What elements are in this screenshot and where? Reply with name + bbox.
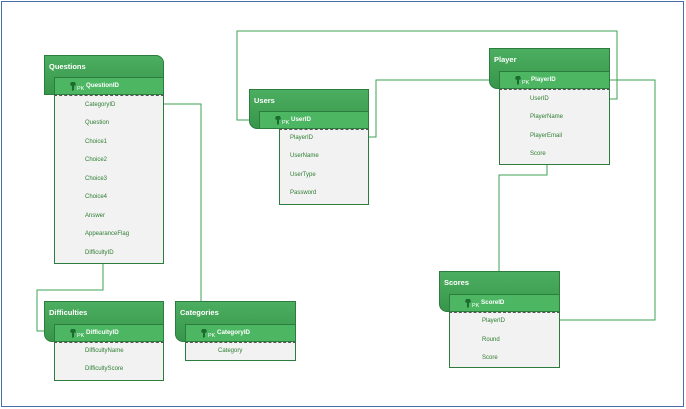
primary-key-icon: PK xyxy=(275,116,289,126)
field-playername[interactable]: PlayerName xyxy=(530,114,564,120)
entity-categories[interactable]: Categories PK CategoryID Category xyxy=(175,301,296,361)
categories-title: Categories xyxy=(180,308,219,317)
field-difficultyid[interactable]: DifficultyID xyxy=(85,250,114,256)
difficulties-title: Difficulties xyxy=(49,308,88,317)
scores-fields: PlayerID Round Score xyxy=(449,312,560,368)
users-fields: PlayerID UserName UserType Password xyxy=(279,129,369,205)
field-choice1[interactable]: Choice1 xyxy=(85,139,108,145)
field-score[interactable]: Score xyxy=(482,355,498,361)
field-userid[interactable]: UserID xyxy=(530,96,549,102)
scores-pk-row[interactable]: PK ScoreID xyxy=(449,294,560,312)
field-difficultyscore[interactable]: DifficultyScore xyxy=(85,366,124,372)
questions-title: Questions xyxy=(49,62,86,71)
field-categoryid[interactable]: CategoryID xyxy=(85,102,116,108)
field-username[interactable]: UserName xyxy=(290,153,319,159)
player-pk-label: PlayerID xyxy=(531,76,556,83)
player-pk-row[interactable]: PK PlayerID xyxy=(499,71,610,89)
player-fields: UserID PlayerName PlayerEmail Score xyxy=(499,89,610,165)
field-difficultyname[interactable]: DifficultyName xyxy=(85,348,124,354)
users-pk-row[interactable]: PK UserID xyxy=(259,111,369,129)
scores-title: Scores xyxy=(444,278,470,287)
entity-difficulties[interactable]: Difficulties PK DifficultyID DifficultyN… xyxy=(44,301,164,381)
difficulties-fields: DifficultyName DifficultyScore xyxy=(54,342,164,381)
svg-text:PK: PK xyxy=(472,303,479,309)
field-password[interactable]: Password xyxy=(290,190,317,196)
entity-player[interactable]: Player PK PlayerID UserID PlayerName Pla… xyxy=(489,48,610,165)
scores-pk-label: ScoreID xyxy=(481,299,505,306)
difficulties-pk-label: DifficultyID xyxy=(86,329,119,336)
primary-key-icon: PK xyxy=(201,329,215,339)
field-choice3[interactable]: Choice3 xyxy=(85,176,108,182)
primary-key-icon: PK xyxy=(465,299,479,309)
svg-text:PK: PK xyxy=(522,80,529,86)
primary-key-icon: PK xyxy=(70,82,84,92)
entity-scores[interactable]: Scores PK ScoreID PlayerID Round Score xyxy=(439,271,560,368)
categories-fields: Category xyxy=(185,342,296,361)
field-score[interactable]: Score xyxy=(530,151,546,157)
field-playerid[interactable]: PlayerID xyxy=(290,135,314,141)
connector-questions-categories xyxy=(163,103,202,324)
field-choice2[interactable]: Choice2 xyxy=(85,157,108,163)
field-playerid[interactable]: PlayerID xyxy=(482,318,506,324)
field-category[interactable]: Category xyxy=(218,348,243,354)
questions-pk-label: QuestionID xyxy=(86,82,120,89)
questions-fields: CategoryID Question Choice1 Choice2 Choi… xyxy=(54,95,164,264)
connector-questions-difficulties xyxy=(36,263,104,332)
users-pk-label: UserID xyxy=(291,116,311,123)
svg-text:PK: PK xyxy=(208,333,215,339)
entity-users[interactable]: Users PK UserID PlayerID UserName UserTy… xyxy=(249,89,369,205)
users-title: Users xyxy=(254,96,275,105)
player-title: Player xyxy=(494,55,517,64)
field-answer[interactable]: Answer xyxy=(85,213,106,219)
field-appearanceflag[interactable]: AppearanceFlag xyxy=(85,231,130,237)
field-choice4[interactable]: Choice4 xyxy=(85,194,108,200)
svg-text:PK: PK xyxy=(282,120,289,126)
connector-player-scores-right xyxy=(560,79,656,321)
field-question[interactable]: Question xyxy=(85,120,110,126)
connector-users-player-top xyxy=(236,30,618,121)
difficulties-pk-row[interactable]: PK DifficultyID xyxy=(54,324,164,342)
field-usertype[interactable]: UserType xyxy=(290,172,316,178)
entity-questions[interactable]: Questions PK QuestionID CategoryID Quest… xyxy=(44,55,164,264)
primary-key-icon: PK xyxy=(70,329,84,339)
questions-pk-row[interactable]: PK QuestionID xyxy=(54,77,164,95)
categories-pk-label: CategoryID xyxy=(217,329,251,336)
primary-key-icon: PK xyxy=(515,76,529,86)
field-round[interactable]: Round xyxy=(482,337,500,343)
svg-text:PK: PK xyxy=(77,86,84,92)
svg-text:PK: PK xyxy=(77,333,84,339)
connector-users-player xyxy=(369,79,499,138)
categories-pk-row[interactable]: PK CategoryID xyxy=(185,324,296,342)
field-playeremail[interactable]: PlayerEmail xyxy=(530,133,563,139)
